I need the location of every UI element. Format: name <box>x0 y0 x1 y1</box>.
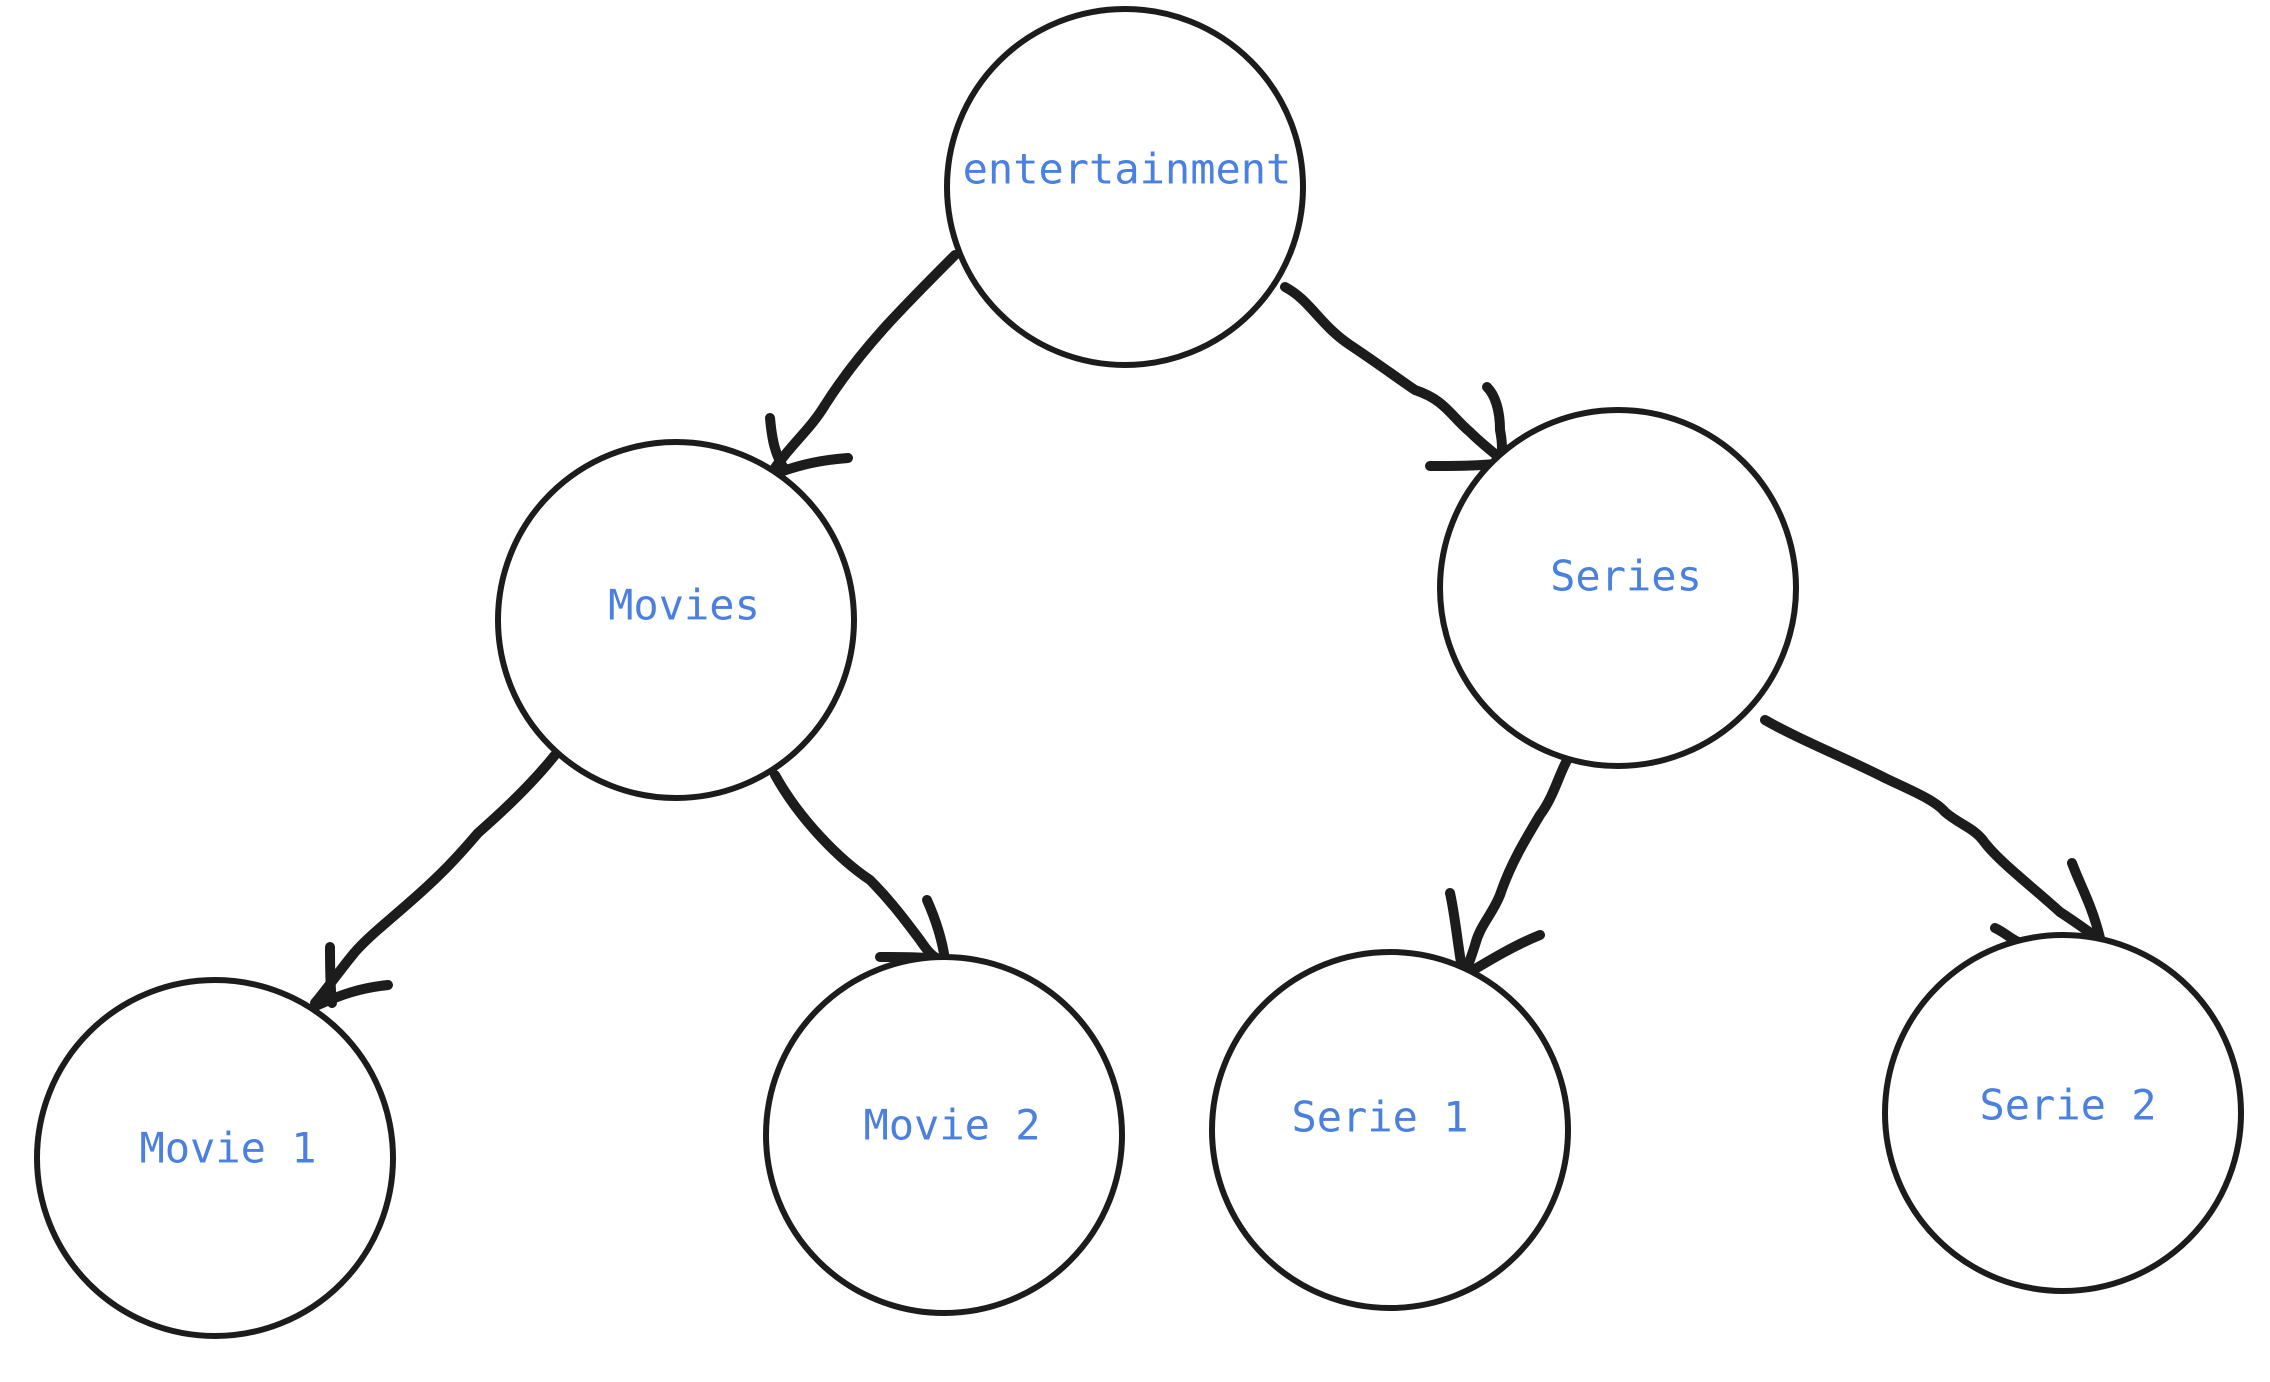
node-movie2-circle <box>763 954 1125 1316</box>
node-entertainment-circle <box>944 6 1306 368</box>
node-serie2[interactable]: Serie 2 <box>1882 932 2244 1294</box>
edge-movies-to-movie1 <box>310 750 560 1010</box>
node-movies-label: Movies <box>608 581 760 630</box>
node-series[interactable]: Series <box>1437 407 1799 769</box>
edge-series-to-serie1 <box>1445 750 1575 980</box>
edge-entertainment-to-series <box>1280 282 1510 471</box>
node-movie1-label: Movie 1 <box>139 1124 316 1173</box>
node-movies-circle <box>495 439 857 801</box>
node-entertainment[interactable]: entertainment <box>944 6 1306 368</box>
node-serie2-circle <box>1882 932 2244 1294</box>
node-series-label: Series <box>1550 552 1702 601</box>
edge-movies-to-movie2 <box>770 770 950 965</box>
node-movie2[interactable]: Movie 2 <box>763 954 1125 1316</box>
node-movie1-circle <box>34 977 396 1339</box>
node-movie1[interactable]: Movie 1 <box>34 977 396 1339</box>
node-series-circle <box>1437 407 1799 769</box>
node-serie1-circle <box>1209 949 1571 1311</box>
node-movies[interactable]: Movies <box>495 439 857 801</box>
edge-series-to-serie2 <box>1760 715 2105 950</box>
node-movie2-label: Movie 2 <box>863 1101 1040 1150</box>
node-serie1-label: Serie 1 <box>1291 1093 1468 1142</box>
node-serie1[interactable]: Serie 1 <box>1209 949 1571 1311</box>
node-serie2-label: Serie 2 <box>1979 1081 2156 1130</box>
edge-entertainment-to-movies <box>765 250 960 480</box>
node-entertainment-label: entertainment <box>963 145 1292 194</box>
